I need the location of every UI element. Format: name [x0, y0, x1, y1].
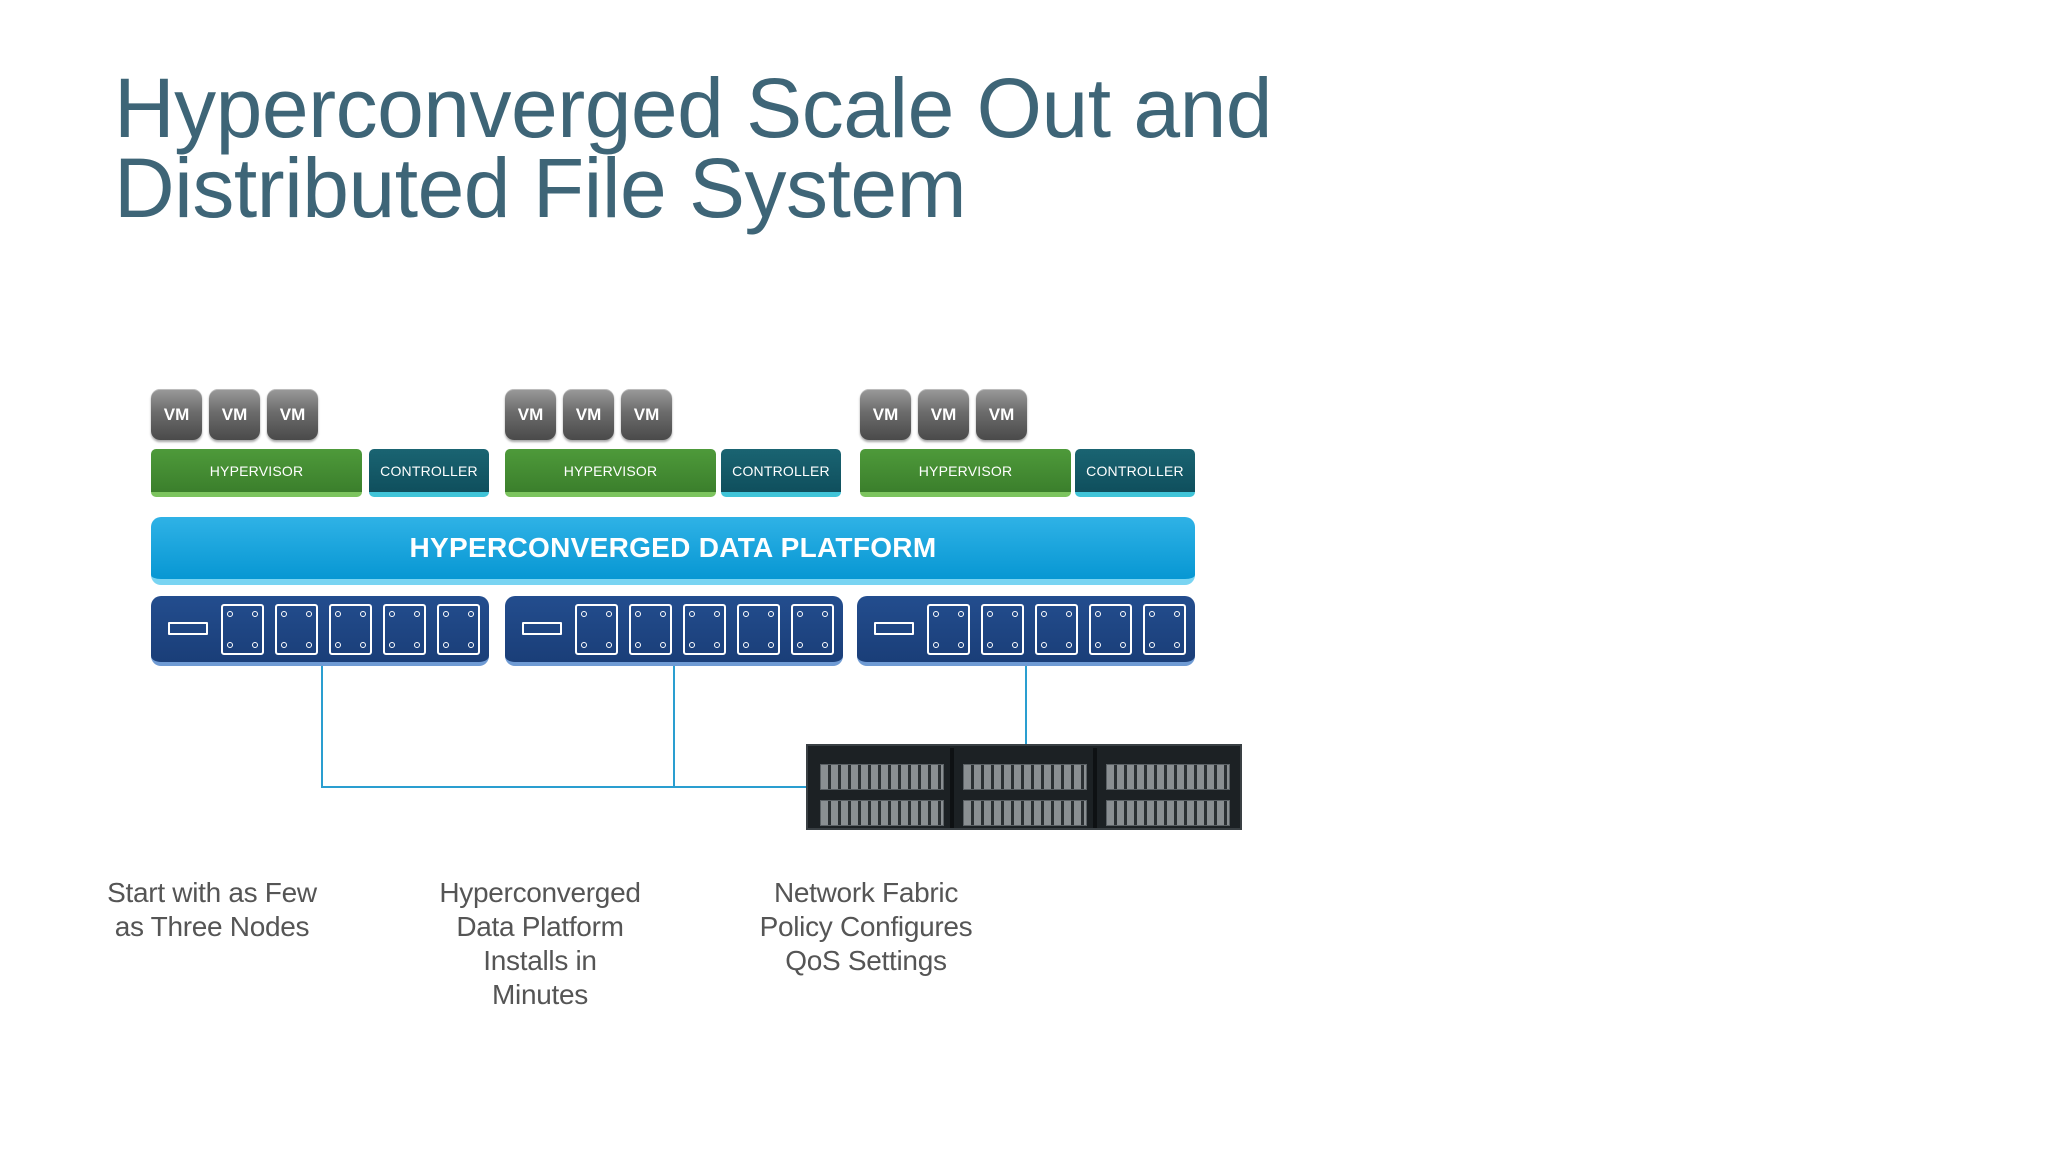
server-icon — [857, 596, 1195, 666]
drive-bay-icon — [575, 604, 618, 655]
vm-chip: VM — [621, 389, 672, 440]
vm-chip: VM — [976, 389, 1027, 440]
drive-bay-icon — [221, 604, 264, 655]
switch-port-row — [820, 800, 944, 826]
connection-line — [321, 786, 807, 788]
drive-bay-icon — [791, 604, 834, 655]
drive-bay-icon — [629, 604, 672, 655]
connection-line — [1025, 666, 1027, 744]
caption-installs-in-minutes: Hyperconverged Data Platform Installs in… — [439, 877, 641, 1010]
server-icon — [505, 596, 843, 666]
switch-port-row — [1106, 764, 1230, 790]
caption-three-nodes: Start with as Few as Three Nodes — [107, 877, 317, 942]
vm-chip: VM — [563, 389, 614, 440]
hypervisor-layer: HYPERVISOR — [860, 449, 1071, 497]
hypervisor-layer: HYPERVISOR — [151, 449, 362, 497]
vm-chip: VM — [267, 389, 318, 440]
vm-chip: VM — [860, 389, 911, 440]
caption-network-fabric-qos: Network Fabric Policy Configures QoS Set… — [759, 877, 973, 976]
network-switch-icon — [806, 744, 1242, 830]
controller-layer: CONTROLLER — [369, 449, 489, 497]
switch-port-row — [820, 764, 944, 790]
controller-layer: CONTROLLER — [721, 449, 841, 497]
hyperconverged-platform-bar: HYPERCONVERGED DATA PLATFORM — [151, 517, 1195, 585]
drive-bay-icon — [1089, 604, 1132, 655]
drive-slot — [874, 622, 914, 635]
slide-title-line-2: Distributed File System — [114, 141, 967, 235]
drive-bay-icon — [275, 604, 318, 655]
switch-divider — [1093, 748, 1097, 828]
drive-bay-icon — [683, 604, 726, 655]
drive-bay-icon — [1035, 604, 1078, 655]
slide-title: Hyperconverged Scale Out and Distributed… — [114, 61, 1273, 235]
switch-divider — [950, 748, 954, 828]
vm-chip: VM — [505, 389, 556, 440]
connection-line — [673, 666, 675, 787]
drive-bay-icon — [981, 604, 1024, 655]
connection-line — [321, 666, 323, 787]
switch-port-row — [963, 764, 1087, 790]
vm-chip: VM — [209, 389, 260, 440]
vm-chip: VM — [918, 389, 969, 440]
switch-port-row — [1106, 800, 1230, 826]
hypervisor-layer: HYPERVISOR — [505, 449, 716, 497]
drive-bay-icon — [927, 604, 970, 655]
drive-bay-icon — [737, 604, 780, 655]
vm-chip: VM — [151, 389, 202, 440]
switch-port-row — [963, 800, 1087, 826]
slide-title-line-1: Hyperconverged Scale Out and — [114, 61, 1273, 155]
drive-slot — [522, 622, 562, 635]
drive-bay-icon — [329, 604, 372, 655]
drive-bay-icon — [383, 604, 426, 655]
drive-slot — [168, 622, 208, 635]
server-icon — [151, 596, 489, 666]
controller-layer: CONTROLLER — [1075, 449, 1195, 497]
drive-bay-icon — [1143, 604, 1186, 655]
drive-bay-icon — [437, 604, 480, 655]
